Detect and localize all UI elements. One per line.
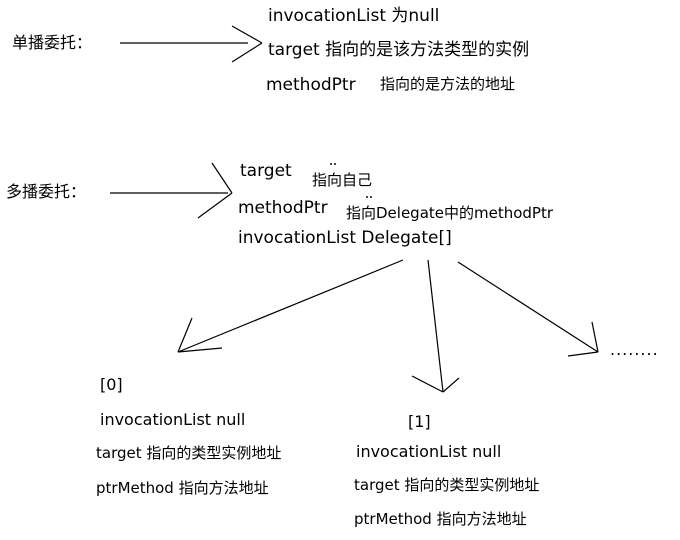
more-ellipsis: ........ bbox=[610, 340, 659, 359]
multicast-method-ptr-code: methodPtr bbox=[238, 198, 328, 218]
item-1-target: target 指向的类型实例地址 bbox=[354, 476, 540, 494]
stray-dot bbox=[334, 163, 336, 165]
unicast-invocation-list: invocationList 为null bbox=[268, 6, 440, 26]
array-arrow-more-head-a bbox=[591, 321, 599, 353]
array-arrow-0-head-b bbox=[177, 347, 223, 353]
array-arrow-1-head-a bbox=[411, 375, 444, 393]
unicast-target: target 指向的是该方法类型的实例 bbox=[268, 40, 530, 60]
item-0-invocation-list: invocationList null bbox=[100, 410, 246, 429]
array-arrow-1-head-b bbox=[442, 377, 460, 393]
multicast-target-text: 指向自己 bbox=[312, 171, 373, 189]
unicast-arrow-head-bottom bbox=[231, 42, 263, 63]
item-0-ptr-method: ptrMethod 指向方法地址 bbox=[96, 479, 269, 497]
unicast-method-ptr-text: 指向的是方法的地址 bbox=[380, 75, 516, 93]
item-1-index: [1] bbox=[408, 412, 431, 431]
item-1-ptr-method: ptrMethod 指向方法地址 bbox=[354, 510, 527, 528]
array-arrow-more-shaft bbox=[457, 261, 599, 353]
multicast-arrow-head-top bbox=[211, 162, 233, 194]
stray-dot bbox=[330, 163, 332, 165]
array-arrow-0-head-a bbox=[177, 317, 193, 353]
multicast-target-code: target bbox=[240, 161, 292, 181]
array-arrow-more-head-b bbox=[567, 351, 599, 357]
unicast-arrow-head-top bbox=[231, 25, 263, 44]
multicast-method-ptr-text: 指向Delegate中的methodPtr bbox=[346, 204, 554, 222]
unicast-label: 单播委托： bbox=[12, 33, 93, 52]
unicast-method-ptr-code: methodPtr bbox=[266, 75, 356, 95]
multicast-arrow-head-bottom bbox=[197, 192, 233, 219]
stray-dot bbox=[370, 196, 372, 198]
multicast-label: 多播委托： bbox=[6, 182, 87, 201]
item-0-index: [0] bbox=[100, 375, 123, 394]
stray-dot bbox=[366, 196, 368, 198]
item-0-target: target 指向的类型实例地址 bbox=[96, 444, 282, 462]
item-1-invocation-list: invocationList null bbox=[356, 442, 502, 461]
array-arrow-0-shaft bbox=[177, 259, 404, 353]
array-arrow-1-shaft bbox=[427, 259, 444, 393]
multicast-invocation-list: invocationList Delegate[] bbox=[238, 228, 452, 248]
